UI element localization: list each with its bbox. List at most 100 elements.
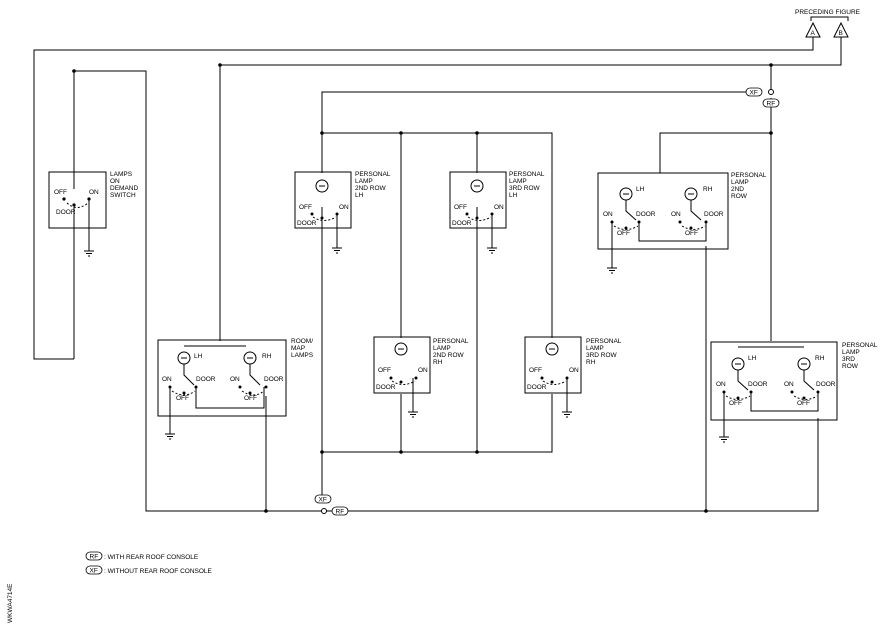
svg-text:DOOR: DOOR <box>748 381 768 388</box>
svg-text:ROW: ROW <box>842 363 859 370</box>
svg-text:DOOR: DOOR <box>527 384 547 391</box>
svg-text:OFF: OFF <box>299 204 312 211</box>
svg-text:OFF: OFF <box>54 189 67 196</box>
svg-text:LAMPS: LAMPS <box>291 352 314 359</box>
svg-text:OFF: OFF <box>529 367 542 374</box>
ground-symbol <box>719 436 729 443</box>
svg-text:XF: XF <box>750 90 758 97</box>
svg-text:MAP: MAP <box>291 345 305 352</box>
svg-text:LAMP: LAMP <box>842 349 860 356</box>
personal-lamp-3rd-row-rh: OFF ON DOOR PERSONAL LAMP 3RD ROW RH <box>524 336 622 412</box>
svg-text:PERSONAL: PERSONAL <box>586 338 622 345</box>
connector-a-label: A <box>811 30 816 37</box>
svg-text:DOOR: DOOR <box>196 376 216 383</box>
personal-lamp-3rd-row-lh: OFF ON DOOR PERSONAL LAMP 3RD ROW LH <box>449 171 545 248</box>
svg-text:DOOR: DOOR <box>56 209 76 216</box>
svg-text:DOOR: DOOR <box>816 381 836 388</box>
svg-text:ON: ON <box>418 367 428 374</box>
svg-text:OFF: OFF <box>176 395 189 402</box>
ground-symbol <box>84 250 94 257</box>
svg-text:DOOR: DOOR <box>452 220 472 227</box>
connector-b-label: B <box>839 30 843 37</box>
legend: RF : WITH REAR ROOF CONSOLE XF : WITHOUT… <box>85 551 213 575</box>
svg-text:OFF: OFF <box>797 400 810 407</box>
ground-symbol <box>487 247 497 254</box>
svg-text:2ND ROW: 2ND ROW <box>433 352 465 359</box>
svg-text:3RD ROW: 3RD ROW <box>586 352 618 359</box>
svg-text:RH: RH <box>433 359 443 366</box>
svg-text:OFF: OFF <box>378 367 391 374</box>
svg-text:PERSONAL: PERSONAL <box>842 342 878 349</box>
preceding-figure-bracket <box>810 16 849 21</box>
svg-text:ON: ON <box>89 189 99 196</box>
svg-text:3RD: 3RD <box>842 356 855 363</box>
svg-text:ON: ON <box>716 381 726 388</box>
svg-text:LAMPS: LAMPS <box>110 171 133 178</box>
svg-text:LH: LH <box>636 186 645 193</box>
svg-text:PERSONAL: PERSONAL <box>731 172 767 179</box>
junction-dots <box>72 63 774 514</box>
svg-text:ROOM/: ROOM/ <box>291 338 313 345</box>
svg-text:ON: ON <box>162 376 172 383</box>
svg-text:DOOR: DOOR <box>636 211 656 218</box>
svg-text:: WITHOUT REAR ROOF CONSOLE: : WITHOUT REAR ROOF CONSOLE <box>104 568 213 575</box>
svg-text:OFF: OFF <box>685 230 698 237</box>
svg-text:RF: RF <box>90 554 99 561</box>
room-map-lamps: LH RH ON DOOR ON DOOR OFF OFF ROOM/ MAP … <box>157 338 314 434</box>
svg-text:ON: ON <box>603 211 613 218</box>
svg-text:3RD ROW: 3RD ROW <box>509 185 541 192</box>
svg-text:LAMP: LAMP <box>433 345 451 352</box>
svg-text:RH: RH <box>703 186 713 193</box>
svg-text:RH: RH <box>815 355 825 362</box>
svg-text:DOOR: DOOR <box>376 384 396 391</box>
personal-lamp-3rd-row: LH RH ON DOOR ON DOOR OFF OFF PERSONAL L… <box>710 341 878 437</box>
svg-text:ON: ON <box>784 381 794 388</box>
svg-text:DOOR: DOOR <box>264 376 284 383</box>
svg-text:RH: RH <box>586 359 596 366</box>
svg-text:2ND: 2ND <box>731 186 744 193</box>
ground-symbol <box>332 247 342 254</box>
svg-text:ROW: ROW <box>731 193 748 200</box>
svg-text:OFF: OFF <box>617 230 630 237</box>
svg-text:ON: ON <box>110 178 120 185</box>
svg-text:XF: XF <box>319 497 327 504</box>
rf-top-pill: RF <box>762 98 780 108</box>
wires <box>33 37 842 512</box>
svg-text:XF: XF <box>90 568 98 575</box>
svg-text:LAMP: LAMP <box>509 178 527 185</box>
svg-text:ON: ON <box>230 376 240 383</box>
xf-top-pill: XF <box>745 87 763 97</box>
svg-text:RF: RF <box>336 509 345 516</box>
svg-text:LAMP: LAMP <box>731 179 749 186</box>
preceding-figure-label: PRECEDING FIGURE <box>795 9 861 16</box>
svg-text:RH: RH <box>262 353 272 360</box>
svg-text:PERSONAL: PERSONAL <box>433 338 469 345</box>
svg-text:ON: ON <box>569 367 579 374</box>
svg-text:SWITCH: SWITCH <box>110 192 136 199</box>
svg-text:DOOR: DOOR <box>704 211 724 218</box>
svg-text:DOOR: DOOR <box>297 220 317 227</box>
svg-text:ON: ON <box>494 204 504 211</box>
personal-lamp-2nd-row: LH RH ON DOOR ON DOOR OFF OFF PERSONAL L… <box>597 172 767 268</box>
ground-symbol <box>562 411 572 418</box>
personal-lamp-2nd-row-lh: OFF ON DOOR PERSONAL LAMP 2ND ROW LH <box>294 171 391 248</box>
lamps-on-demand-switch: OFF ON DOOR LAMPS ON DEMAND SWITCH <box>48 171 138 251</box>
svg-text:LAMP: LAMP <box>586 345 604 352</box>
svg-text:OFF: OFF <box>244 395 257 402</box>
svg-text:OFF: OFF <box>454 204 467 211</box>
svg-text:LH: LH <box>194 353 203 360</box>
xf-bottom-pill: XF <box>314 494 332 504</box>
svg-text:LH: LH <box>509 192 518 199</box>
ground-symbol <box>607 267 617 274</box>
svg-text:2ND ROW: 2ND ROW <box>355 185 387 192</box>
rf-bottom-pill: RF <box>331 506 349 516</box>
ground-symbol <box>408 411 418 418</box>
svg-text:LH: LH <box>748 355 757 362</box>
svg-text:DEMAND: DEMAND <box>110 185 138 192</box>
svg-text:ON: ON <box>339 204 349 211</box>
svg-text:OFF: OFF <box>729 400 742 407</box>
svg-text:RF: RF <box>767 101 776 108</box>
figure-code: WKWA4714E <box>7 583 14 623</box>
svg-text:LAMP: LAMP <box>355 178 373 185</box>
